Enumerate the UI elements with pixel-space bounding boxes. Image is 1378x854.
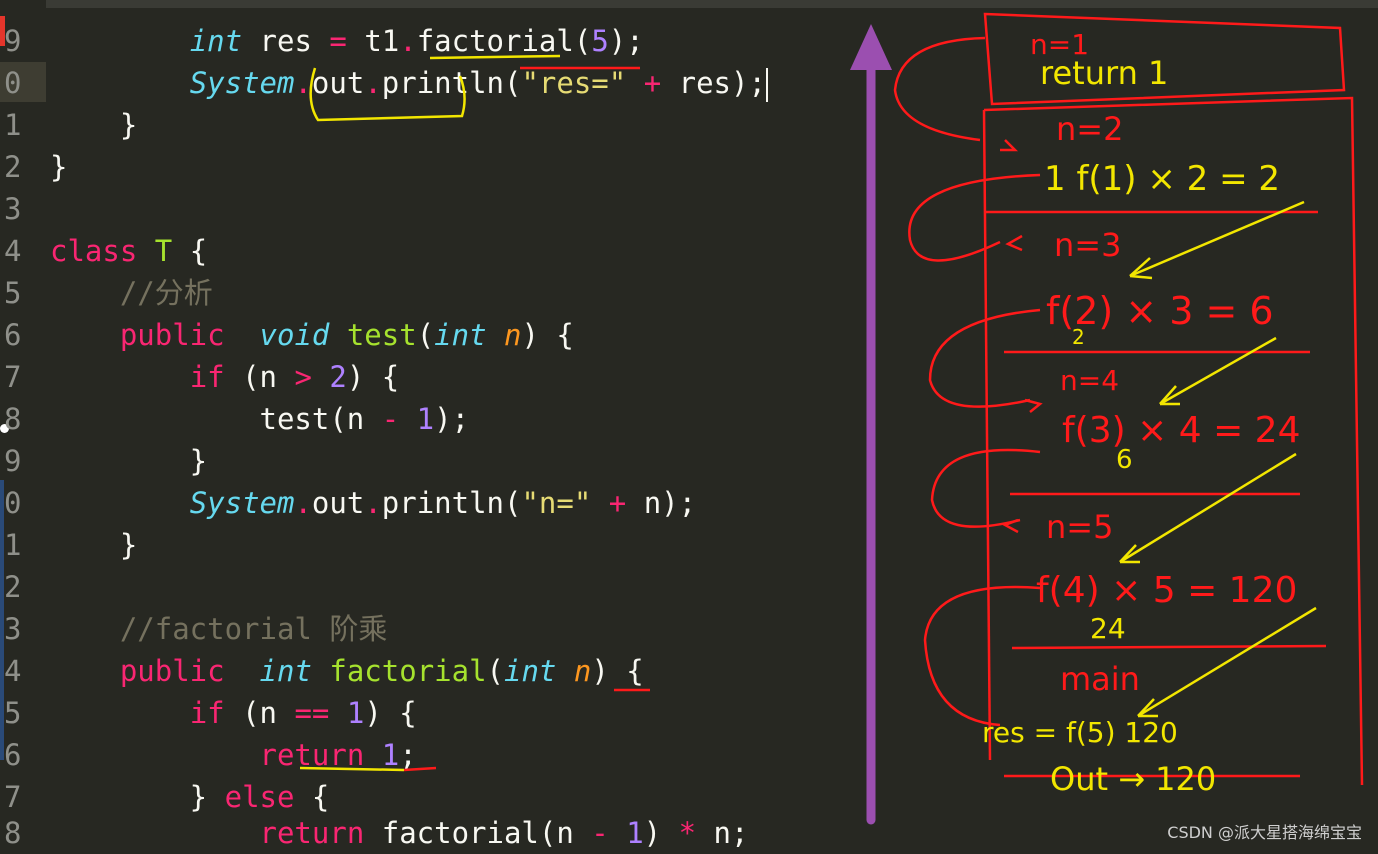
text-caret xyxy=(765,68,768,102)
code-line[interactable]: 2 xyxy=(0,566,50,608)
frame-2-bottom: 1 f(1) × 2 = 2 xyxy=(1044,159,1280,199)
frame-divider xyxy=(1011,644,1327,650)
code-text: } xyxy=(50,528,138,562)
line-number: 3 xyxy=(4,192,22,226)
line-number: 1 xyxy=(4,528,22,562)
code-text: System.out.println("n=" + n); xyxy=(189,486,697,520)
code-text: if (n > 2) { xyxy=(189,360,400,394)
line-number: 5 xyxy=(4,276,22,310)
code-comment: //分析 xyxy=(50,276,213,310)
frame-main-top: main xyxy=(1060,660,1140,698)
code-text: if (n == 1) { xyxy=(189,696,417,730)
code-text: class T { xyxy=(50,234,208,268)
line-number: 9 xyxy=(4,444,22,478)
fold-dot-icon[interactable] xyxy=(0,424,9,433)
code-highlight-box xyxy=(309,67,466,122)
frame-5-top: n=5 xyxy=(1046,508,1113,546)
line-number: 0 xyxy=(4,486,22,520)
code-text: return factorial(n - 1) * n; xyxy=(259,816,749,850)
code-text: } xyxy=(50,108,138,142)
line-number: 9 xyxy=(4,24,22,58)
frame-outer-left xyxy=(982,109,992,761)
line-number: 5 xyxy=(4,696,22,730)
code-text: int res = t1.factorial(5); xyxy=(189,24,644,58)
code-line[interactable]: 8 test(n - 1); xyxy=(0,398,469,440)
code-line[interactable]: 2} xyxy=(0,146,67,188)
code-line[interactable]: 5 if (n == 1) { xyxy=(0,692,417,734)
code-text: return 1; xyxy=(259,738,417,772)
line-number: 4 xyxy=(4,234,22,268)
frame-2-top: n=2 xyxy=(1056,110,1123,148)
frame-1 xyxy=(983,12,1346,106)
line-number: 6 xyxy=(4,318,22,352)
output-note: Out → 120 xyxy=(1050,760,1216,798)
line-number: 6 xyxy=(4,738,22,772)
code-line[interactable]: 3 xyxy=(0,188,50,230)
watermark: CSDN @派大星搭海绵宝宝 xyxy=(1167,823,1362,842)
code-line[interactable]: 5 //分析 xyxy=(0,272,213,314)
stack-frames xyxy=(982,12,1364,786)
line-number: 1 xyxy=(4,108,22,142)
frame-5-note: 24 xyxy=(1090,612,1126,645)
code-line[interactable]: 0 System.out.println("res=" + res); xyxy=(0,62,768,104)
frame-main-bottom: res = f(5) 120 xyxy=(982,716,1178,749)
line-number: 4 xyxy=(4,654,22,688)
frame-4-note: 6 xyxy=(1116,445,1133,475)
line-number: 2 xyxy=(4,150,22,184)
code-text: System.out.println("res=" + res); xyxy=(189,66,768,102)
code-line[interactable]: 8 return factorial(n - 1) * n; xyxy=(0,812,748,854)
code-line[interactable]: 4 public int factorial(int n) { xyxy=(0,650,644,692)
code-line[interactable]: 7 if (n > 2) { xyxy=(0,356,399,398)
line-number: 2 xyxy=(4,570,22,604)
line-number: 7 xyxy=(4,360,22,394)
code-underline xyxy=(429,54,561,60)
frame-3-bottom: f(2) × 3 = 6 xyxy=(1046,289,1274,333)
code-line[interactable]: 4 class T { xyxy=(0,230,207,272)
line-number: 0 xyxy=(4,66,22,100)
code-line[interactable]: 7 } else { xyxy=(0,776,329,818)
annotation-text: n=1 return 1 n=2 1 f(1) × 2 = 2 n=3 f(2)… xyxy=(982,28,1300,798)
code-line[interactable]: 1 } xyxy=(0,524,137,566)
frame-1-top: n=1 xyxy=(1030,28,1089,61)
frame-3-top: n=3 xyxy=(1054,226,1121,264)
frame-1-bottom: return 1 xyxy=(1040,54,1168,92)
change-marker xyxy=(0,480,4,760)
code-text: } else { xyxy=(50,780,330,814)
breakpoint-marker[interactable] xyxy=(0,16,5,46)
return-arrows xyxy=(1119,200,1317,718)
frame-5-bottom: f(4) × 5 = 120 xyxy=(1036,570,1297,611)
code-line[interactable]: 6 public void test(int n) { xyxy=(0,314,574,356)
code-line[interactable]: 9 } xyxy=(0,440,207,482)
code-text: } xyxy=(50,444,208,478)
code-text: public int factorial(int n) { xyxy=(119,654,644,688)
frame-4-bottom: f(3) × 4 = 24 xyxy=(1062,410,1300,451)
arrow-head-icon xyxy=(850,24,892,70)
call-arrows xyxy=(893,36,1043,727)
code-line[interactable]: 0 System.out.println("n=" + n); xyxy=(0,482,696,524)
window-top-bar xyxy=(0,0,1378,8)
code-text: } xyxy=(50,150,68,184)
code-line[interactable]: 6 return 1; xyxy=(0,734,417,776)
frame-3-note: 2 xyxy=(1072,325,1085,349)
code-comment: //factorial 阶乘 xyxy=(50,612,388,646)
current-line-gutter-highlight xyxy=(0,62,46,102)
code-underline xyxy=(403,766,437,772)
code-underline xyxy=(299,766,405,772)
code-text: public void test(int n) { xyxy=(119,318,574,352)
line-number: 8 xyxy=(4,402,22,436)
code-line[interactable]: 3 //factorial 阶乘 xyxy=(0,608,387,650)
code-text: test(n - 1); xyxy=(50,402,470,436)
line-number: 7 xyxy=(4,780,22,814)
code-line[interactable]: 9 int res = t1.factorial(5); xyxy=(0,20,644,62)
code-line[interactable]: 1 } xyxy=(0,104,137,146)
frame-4-top: n=4 xyxy=(1060,364,1119,397)
line-number: 8 xyxy=(4,816,22,850)
line-number: 3 xyxy=(4,612,22,646)
frame-outer-right xyxy=(983,96,1364,786)
